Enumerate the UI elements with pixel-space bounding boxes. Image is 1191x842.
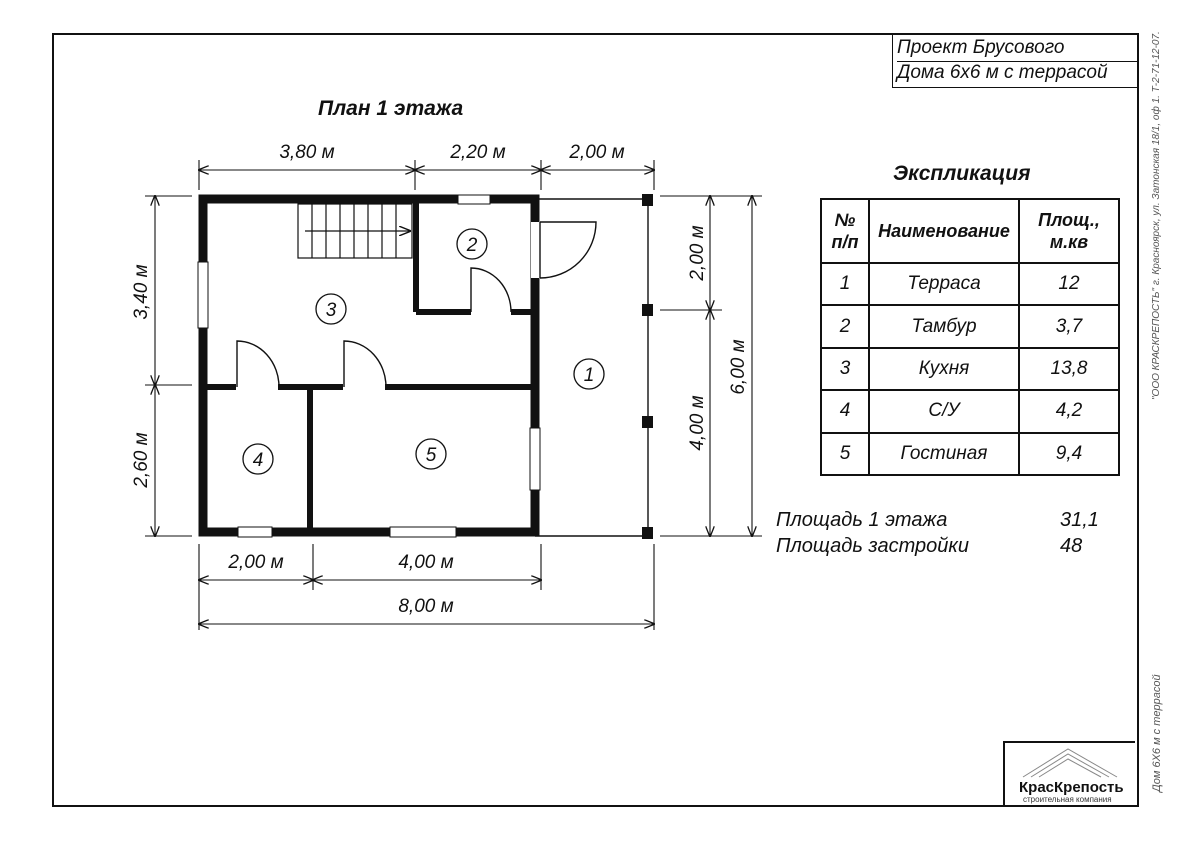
logo-brand: КрасКрепость: [1019, 779, 1124, 796]
roof-icon: [1022, 748, 1118, 778]
room-marker-4: [242, 443, 274, 475]
row-name: Тамбур: [868, 304, 1020, 349]
company-address: "ООО КРАСКРЕПОСТЬ" г. Красноярск, ул. За…: [1151, 31, 1162, 400]
door-entrance: [539, 221, 597, 279]
header-number: № п/п: [831, 210, 859, 252]
stairs: [297, 203, 413, 259]
explication-table: № п/п Наименование Площ., м.кв 1 Терраса…: [820, 198, 1120, 477]
table-header: Наименование: [868, 198, 1020, 264]
dim-label: 4,00 м: [398, 552, 453, 573]
room-number: 5: [426, 445, 437, 466]
room-number: 4: [253, 450, 264, 471]
row-area: 13,8: [1018, 346, 1120, 392]
room-marker-3: [315, 293, 347, 325]
row-area: 12: [1018, 261, 1120, 307]
room-number: 2: [466, 235, 478, 256]
window-living-right: [529, 427, 541, 491]
door-vestibule: [470, 267, 512, 313]
company-logo: КрасКрепость строительная компания: [1003, 741, 1135, 805]
plan-title: План 1 этажа: [318, 97, 464, 120]
window-left: [197, 261, 209, 329]
room-marker-1: [573, 358, 605, 390]
floor-area-label: Площадь 1 этажа: [776, 509, 948, 531]
dim-label: 4,00 м: [687, 395, 708, 450]
row-name: Кухня: [868, 346, 1020, 392]
stamp-line-2: Дома 6х6 м с террасой: [897, 61, 1139, 85]
post: [642, 304, 653, 316]
door-bath: [236, 340, 280, 388]
post: [642, 194, 653, 206]
room-marker-5: [415, 438, 447, 470]
dim-label: 2,60 м: [131, 432, 152, 488]
building-area-value: 48: [1060, 535, 1083, 557]
table-row: 1 Терраса 12: [820, 261, 1120, 307]
room-marker-2: [456, 228, 488, 260]
row-number: 5: [820, 431, 870, 477]
row-name: Гостиная: [868, 431, 1020, 477]
table-row: 5 Гостиная 9,4: [820, 431, 1120, 477]
title-stamp: Проект Брусового Дома 6х6 м с террасой: [892, 35, 1139, 88]
dim-label: 3,40 м: [131, 264, 152, 319]
table-row: 3 Кухня 13,8: [820, 346, 1120, 392]
dim-label: 2,20 м: [449, 142, 505, 163]
door-gap-bath: [236, 383, 278, 391]
row-number: 3: [820, 346, 870, 392]
dim-label: 2,00 м: [227, 552, 283, 573]
dim-label: 3,80 м: [279, 142, 334, 163]
row-name: Терраса: [868, 261, 1020, 307]
window-bath: [237, 526, 273, 538]
row-area: 4,2: [1018, 389, 1120, 434]
post: [642, 416, 653, 428]
door-gap-living: [343, 383, 385, 391]
row-area: 3,7: [1018, 304, 1120, 349]
explication-title: Экспликация: [893, 162, 1031, 185]
row-number: 2: [820, 304, 870, 349]
table-row: 2 Тамбур 3,7: [820, 304, 1120, 349]
row-number: 1: [820, 261, 870, 307]
stamp-line-1: Проект Брусового: [897, 37, 1065, 58]
dim-label: 2,00 м: [568, 142, 624, 163]
dim-label: 8,00 м: [398, 596, 453, 617]
room-number: 1: [584, 365, 595, 386]
door-living: [343, 340, 387, 388]
table-header: № п/п: [820, 198, 870, 264]
header-area: Площ., м.кв: [1038, 210, 1100, 252]
table-row: 4 С/У 4,2: [820, 389, 1120, 434]
door-gap-entrance: [531, 222, 540, 278]
dim-label: 6,00 м: [728, 339, 749, 394]
window-vestibule: [457, 194, 491, 205]
floor-area-value: 31,1: [1060, 509, 1099, 531]
building-area-label: Площадь застройки: [776, 535, 969, 557]
table-header: Площ., м.кв: [1018, 198, 1120, 264]
drawing-frame: [52, 33, 1139, 807]
door-gap-vestibule: [471, 309, 511, 316]
drawing-caption: Дом 6Х6 м с террасой: [1151, 674, 1163, 792]
row-name: С/У: [868, 389, 1020, 434]
terrace: [535, 194, 653, 539]
dim-label: 2,00 м: [687, 225, 708, 281]
post: [642, 527, 653, 539]
header-name: Наименование: [878, 221, 1010, 241]
row-area: 9,4: [1018, 431, 1120, 477]
logo-tagline: строительная компания: [1023, 795, 1112, 804]
window-living-bottom: [389, 526, 457, 538]
row-number: 4: [820, 389, 870, 434]
room-number: 3: [326, 300, 337, 321]
